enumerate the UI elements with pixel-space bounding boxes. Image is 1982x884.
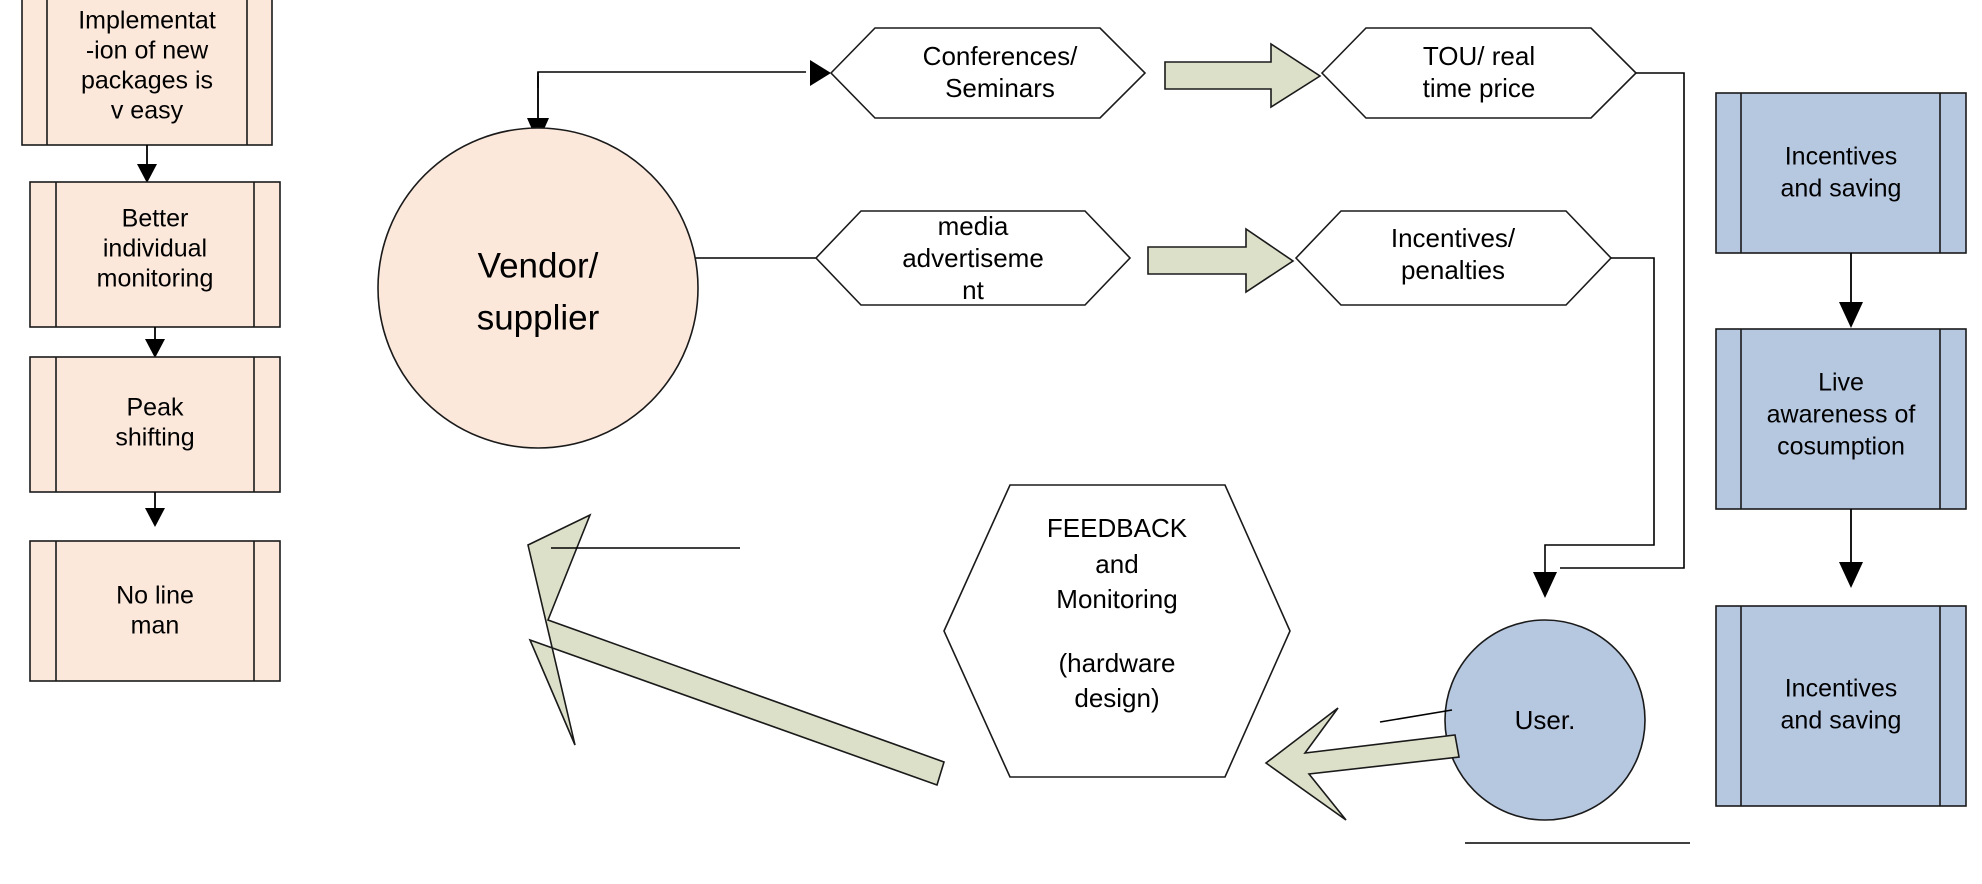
- box-side-dividers: [1740, 93, 1941, 253]
- process-box-incentives-saving-top[interactable]: Incentives and saving: [1715, 92, 1967, 254]
- connector-peak-shifting-to-no-line-man: [145, 492, 165, 527]
- connector-live-awareness-to-incentives-bottom: [1839, 509, 1863, 588]
- arrow-left-sketch-icon: [1264, 707, 1460, 821]
- box-body: [29, 181, 281, 328]
- channel-media-advertisement[interactable]: media advertiseme nt: [814, 210, 1132, 306]
- vendor-supplier-node[interactable]: Vendor/ supplier: [377, 127, 699, 449]
- channel-label-line-1: Conferences/: [923, 41, 1078, 71]
- arrow-right-block-icon: [1147, 227, 1295, 294]
- channel-label-line-3: nt: [962, 275, 984, 305]
- user-label: User.: [1515, 705, 1576, 735]
- box-label-line-2: and saving: [1781, 175, 1902, 203]
- hexagon-shape: [943, 484, 1291, 778]
- box-label-line-2: shifting: [115, 424, 194, 452]
- arrow-right-block-icon: [1164, 42, 1322, 109]
- feedback-label-line-3: Monitoring: [1056, 584, 1177, 614]
- arrow-user-to-feedback: [1264, 707, 1460, 821]
- process-box-implementation[interactable]: Implementat -ion of new packages is v ea…: [21, 0, 273, 146]
- vendor-circle: [377, 127, 699, 449]
- box-side-dividers: [46, 0, 248, 145]
- process-box-live-awareness[interactable]: Live awareness of cosumption: [1715, 328, 1967, 510]
- connector-tou-to-user: [1560, 72, 1685, 569]
- connector-monitoring-to-peak-shifting: [145, 327, 165, 358]
- arrowhead-down-icon: [1839, 562, 1863, 588]
- outcome-tou-real-time-price[interactable]: TOU/ real time price: [1320, 27, 1638, 119]
- connector-implementation-to-monitoring: [137, 145, 157, 183]
- process-box-no-line-man[interactable]: No line man: [29, 540, 281, 682]
- arrowhead-right-icon: [810, 60, 831, 86]
- box-body: [29, 540, 281, 682]
- hexagon-shape: [814, 210, 1132, 306]
- box-label-line-1: Incentives: [1785, 143, 1898, 171]
- channel-label-line-1: media: [938, 211, 1009, 241]
- arrow-feedback-to-vendor: [527, 513, 945, 787]
- outcome-incentives-penalties[interactable]: Incentives/ penalties: [1294, 210, 1613, 306]
- outcome-label-line-1: TOU/ real: [1423, 41, 1535, 71]
- box-label-line-3: packages is: [81, 67, 213, 95]
- connector-vendor-to-conferences: [527, 60, 831, 143]
- box-body: [21, 0, 273, 146]
- box-side-dividers: [55, 541, 255, 681]
- arrowhead-down-icon: [1533, 572, 1557, 598]
- feedback-label-line-5: (hardware: [1058, 648, 1175, 678]
- box-label-line-3: monitoring: [97, 265, 214, 293]
- box-label-line-1: Peak: [127, 394, 184, 422]
- process-box-incentives-saving-bottom[interactable]: Incentives and saving: [1715, 605, 1967, 807]
- process-box-monitoring[interactable]: Better individual monitoring: [29, 181, 281, 328]
- box-label-line-2: individual: [103, 235, 207, 263]
- user-benefits-column: Incentives and saving Live awareness of …: [1715, 92, 1967, 807]
- box-label-line-3: cosumption: [1777, 433, 1905, 461]
- block-arrow-media-to-incentives: [1147, 227, 1295, 294]
- channel-conferences-seminars[interactable]: Conferences/ Seminars: [829, 27, 1147, 119]
- feedback-label-line-1: FEEDBACK: [1047, 513, 1188, 543]
- channel-label-line-2: Seminars: [945, 73, 1055, 103]
- outcome-label-line-2: penalties: [1401, 255, 1505, 285]
- box-label-line-1: Incentives: [1785, 675, 1898, 703]
- user-decor-lines: [1379, 709, 1690, 844]
- feedback-monitoring-node[interactable]: FEEDBACK and Monitoring (hardware design…: [943, 484, 1291, 778]
- box-side-dividers: [1740, 606, 1941, 806]
- box-label-line-2: awareness of: [1767, 401, 1916, 429]
- connector-incentives-to-user: [1533, 257, 1655, 598]
- box-body: [1715, 605, 1967, 807]
- box-label-line-1: Live: [1818, 369, 1864, 397]
- outcome-label-line-2: time price: [1423, 73, 1536, 103]
- user-node[interactable]: User.: [1444, 619, 1646, 821]
- box-label-line-2: and saving: [1781, 707, 1902, 735]
- box-body: [1715, 328, 1967, 510]
- feedback-label-line-2: and: [1095, 549, 1138, 579]
- arrowhead-down-icon: [145, 508, 165, 527]
- channel-label-line-2: advertiseme: [902, 243, 1044, 273]
- box-label-line-1: Better: [122, 205, 189, 233]
- box-label-line-1: Implementat: [78, 7, 216, 35]
- arrowhead-down-icon: [1839, 302, 1863, 328]
- box-side-dividers: [55, 182, 255, 327]
- benefits-column: Implementat -ion of new packages is v ea…: [21, 0, 281, 682]
- box-label-line-4: v easy: [111, 97, 184, 125]
- vendor-label-line-2: supplier: [477, 298, 600, 337]
- arrowhead-down-icon: [137, 164, 157, 183]
- vendor-label-line-1: Vendor/: [478, 246, 599, 285]
- box-body: [1715, 92, 1967, 254]
- process-box-peak-shifting[interactable]: Peak shifting: [29, 356, 281, 493]
- arrowhead-down-icon: [145, 339, 165, 358]
- box-side-dividers: [55, 357, 255, 492]
- connector-incentives-to-live-awareness: [1839, 253, 1863, 328]
- user-circle: [1444, 619, 1646, 821]
- box-side-dividers: [1740, 329, 1941, 509]
- block-arrow-conferences-to-tou: [1164, 42, 1322, 109]
- box-label-line-2: -ion of new: [86, 37, 209, 65]
- box-label-line-1: No line: [116, 582, 194, 610]
- outcome-label-line-1: Incentives/: [1391, 223, 1516, 253]
- arrow-upleft-sketch-icon: [527, 513, 945, 787]
- feedback-label-line-6: design): [1074, 683, 1159, 713]
- box-body: [29, 356, 281, 493]
- hexagon-shape: [829, 27, 1147, 119]
- box-label-line-2: man: [131, 612, 180, 640]
